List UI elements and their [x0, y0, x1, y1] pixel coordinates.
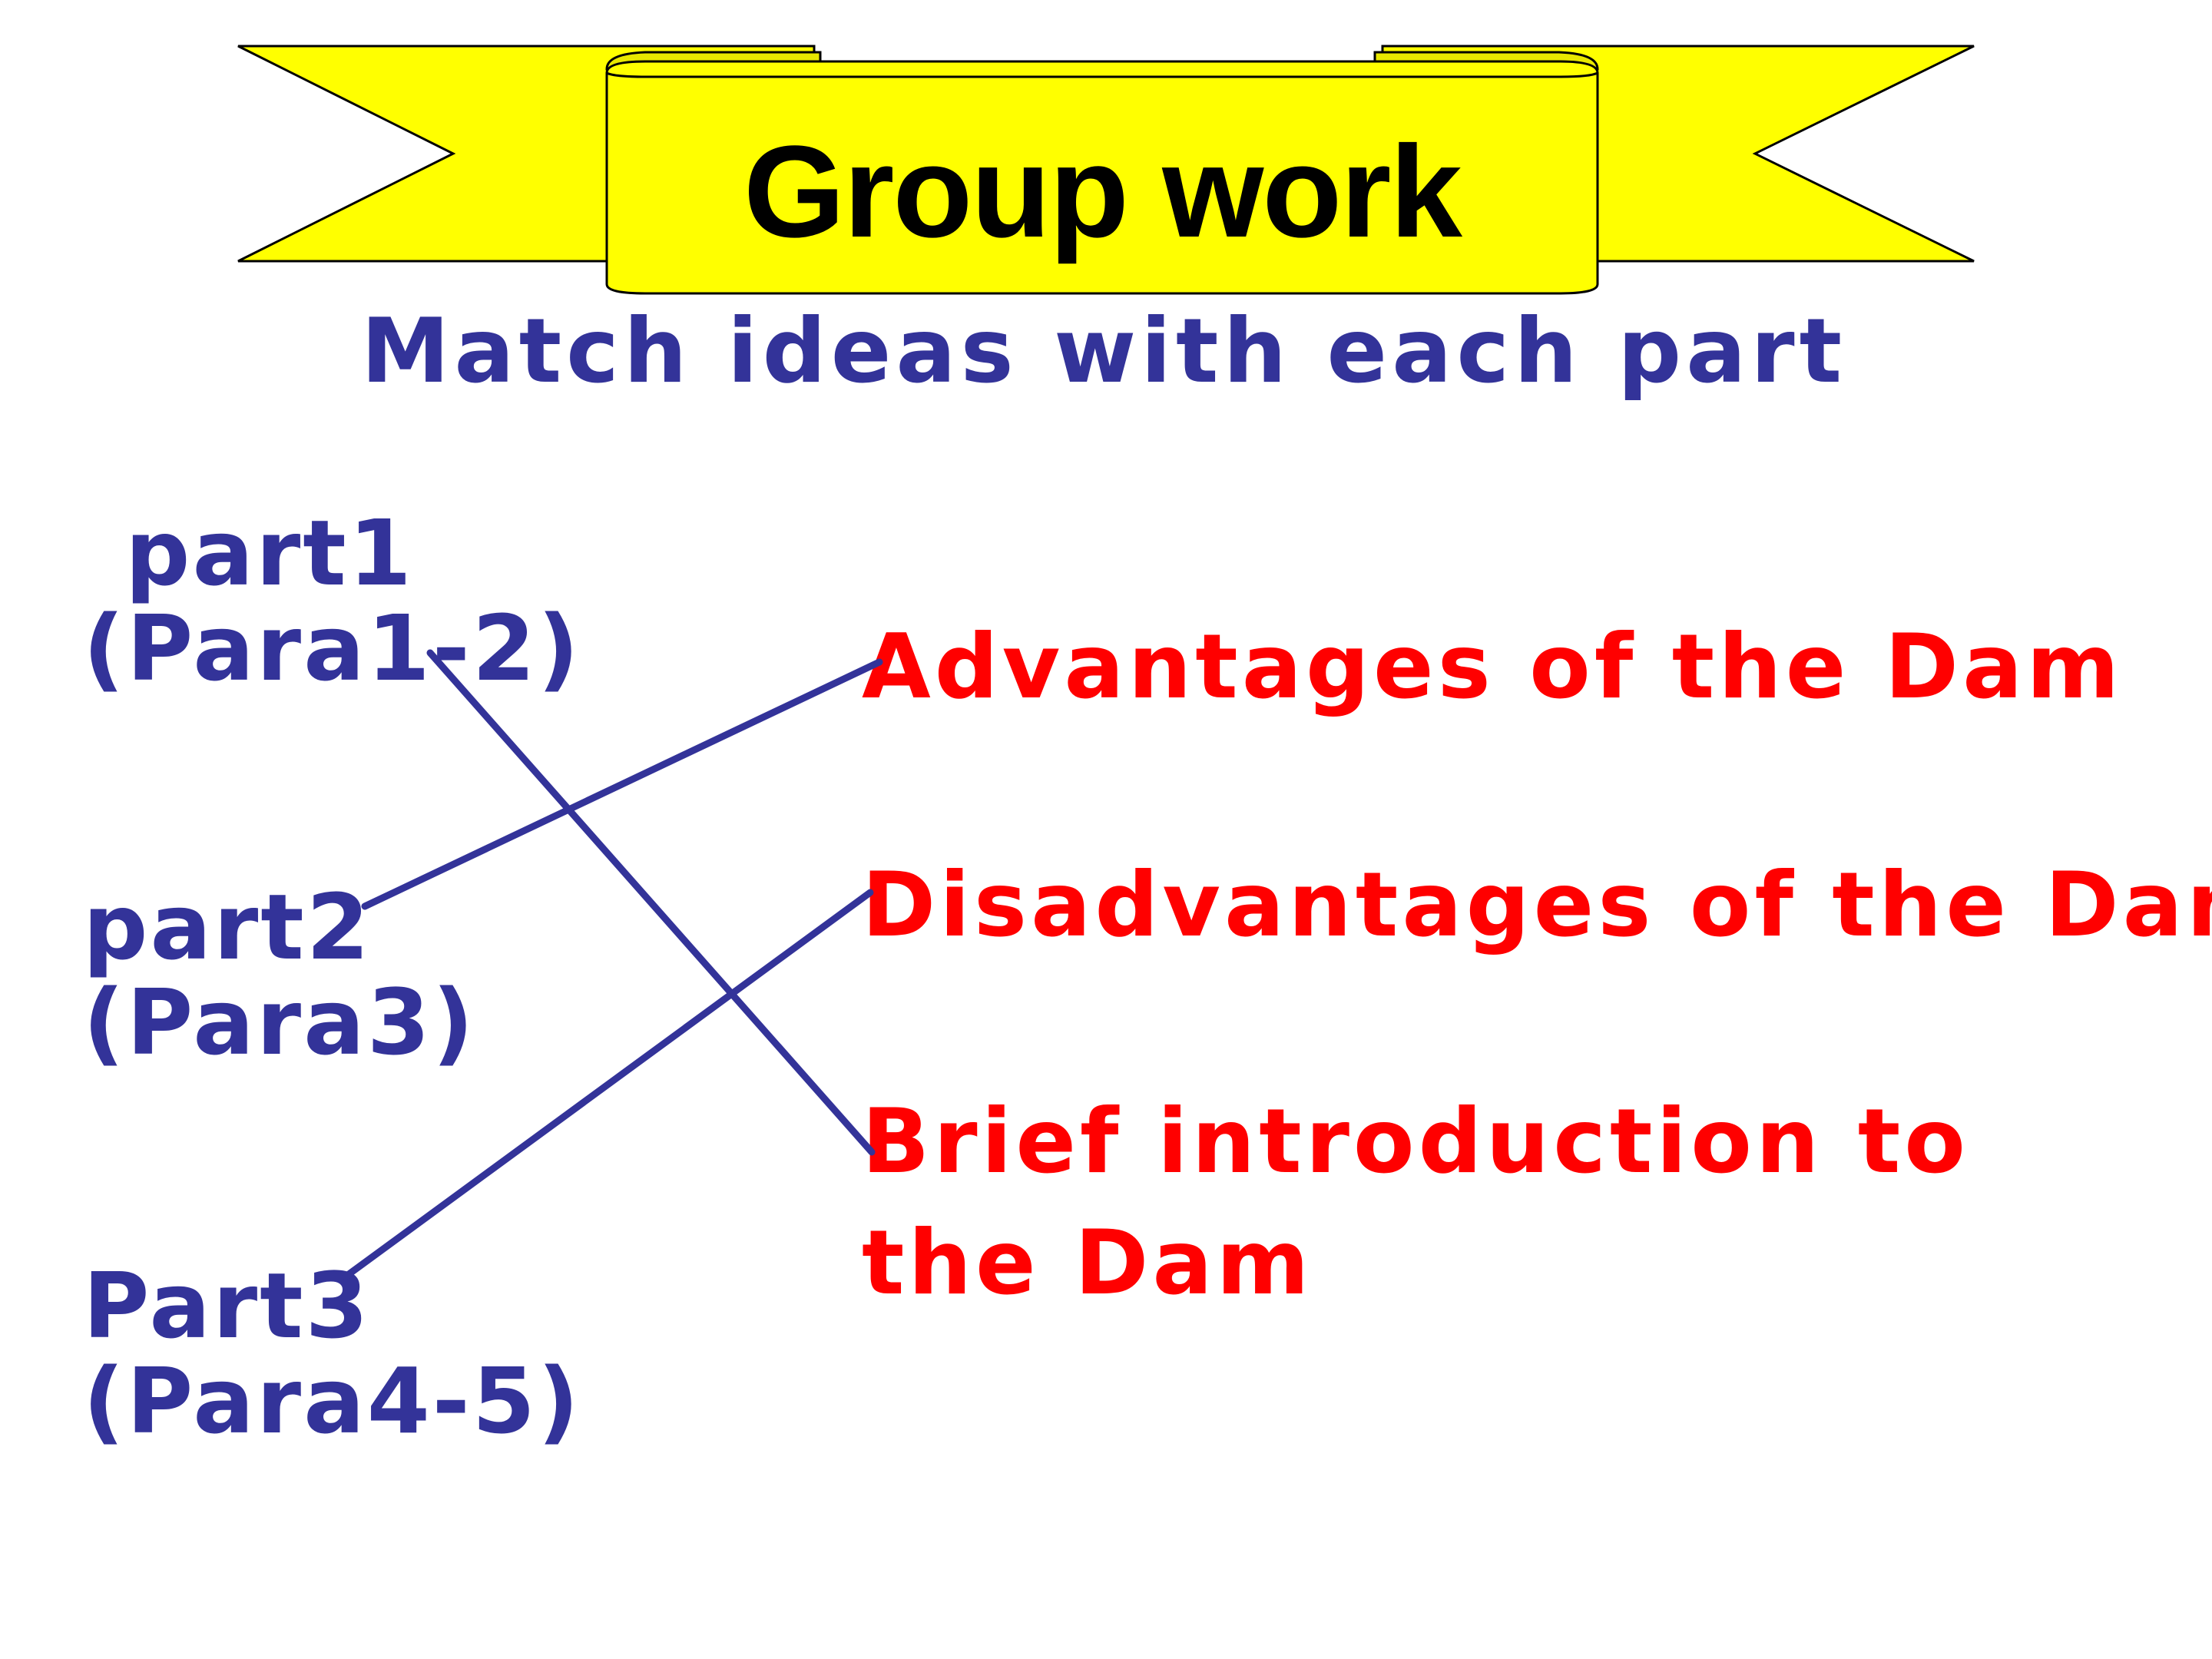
part-2-range: (Para3)	[83, 969, 476, 1075]
part-3-range: (Para4-5)	[83, 1348, 581, 1454]
part-3-label: Part3 (Para4-5)	[83, 1258, 581, 1449]
part-3-name: Part3	[83, 1253, 371, 1359]
idea-advantages: Advantages of the Dam	[862, 615, 2124, 719]
ribbon-main	[605, 60, 1599, 295]
part-1-range: (Para1-2)	[83, 595, 581, 701]
idea-brief-introduction: Brief introduction to the Dam	[862, 1090, 1970, 1315]
page-title: Group work	[743, 119, 1462, 265]
part-2-name: part2	[83, 874, 372, 980]
part-1-label: part1 (Para1-2)	[83, 505, 581, 696]
part-2-label: part2 (Para3)	[83, 879, 476, 1070]
idea-disadvantages: Disadvantages of the Dam	[862, 853, 2212, 957]
part-1-name: part1	[125, 500, 414, 606]
instruction-subtitle: Match ideas with each part	[361, 300, 1847, 403]
